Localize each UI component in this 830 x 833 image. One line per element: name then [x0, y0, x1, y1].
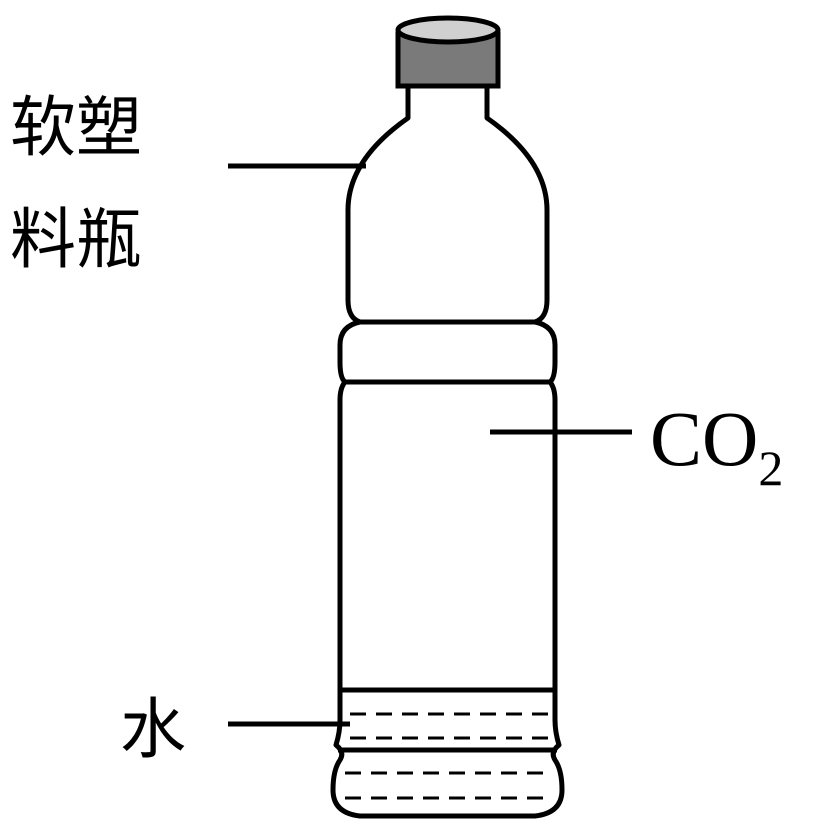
bottle-label-line1: 软塑 [10, 89, 142, 166]
water-label: 水 [120, 691, 186, 768]
gas-label-subscript: 2 [758, 440, 783, 496]
gas-label: CO2 [650, 395, 783, 496]
gas-label-main: CO [650, 395, 758, 482]
cap-top [395, 15, 501, 45]
bottle-outline [330, 86, 565, 819]
bottle-label-line2: 料瓶 [10, 201, 142, 278]
bottle-cap [395, 15, 501, 89]
water-dashes [345, 712, 552, 800]
